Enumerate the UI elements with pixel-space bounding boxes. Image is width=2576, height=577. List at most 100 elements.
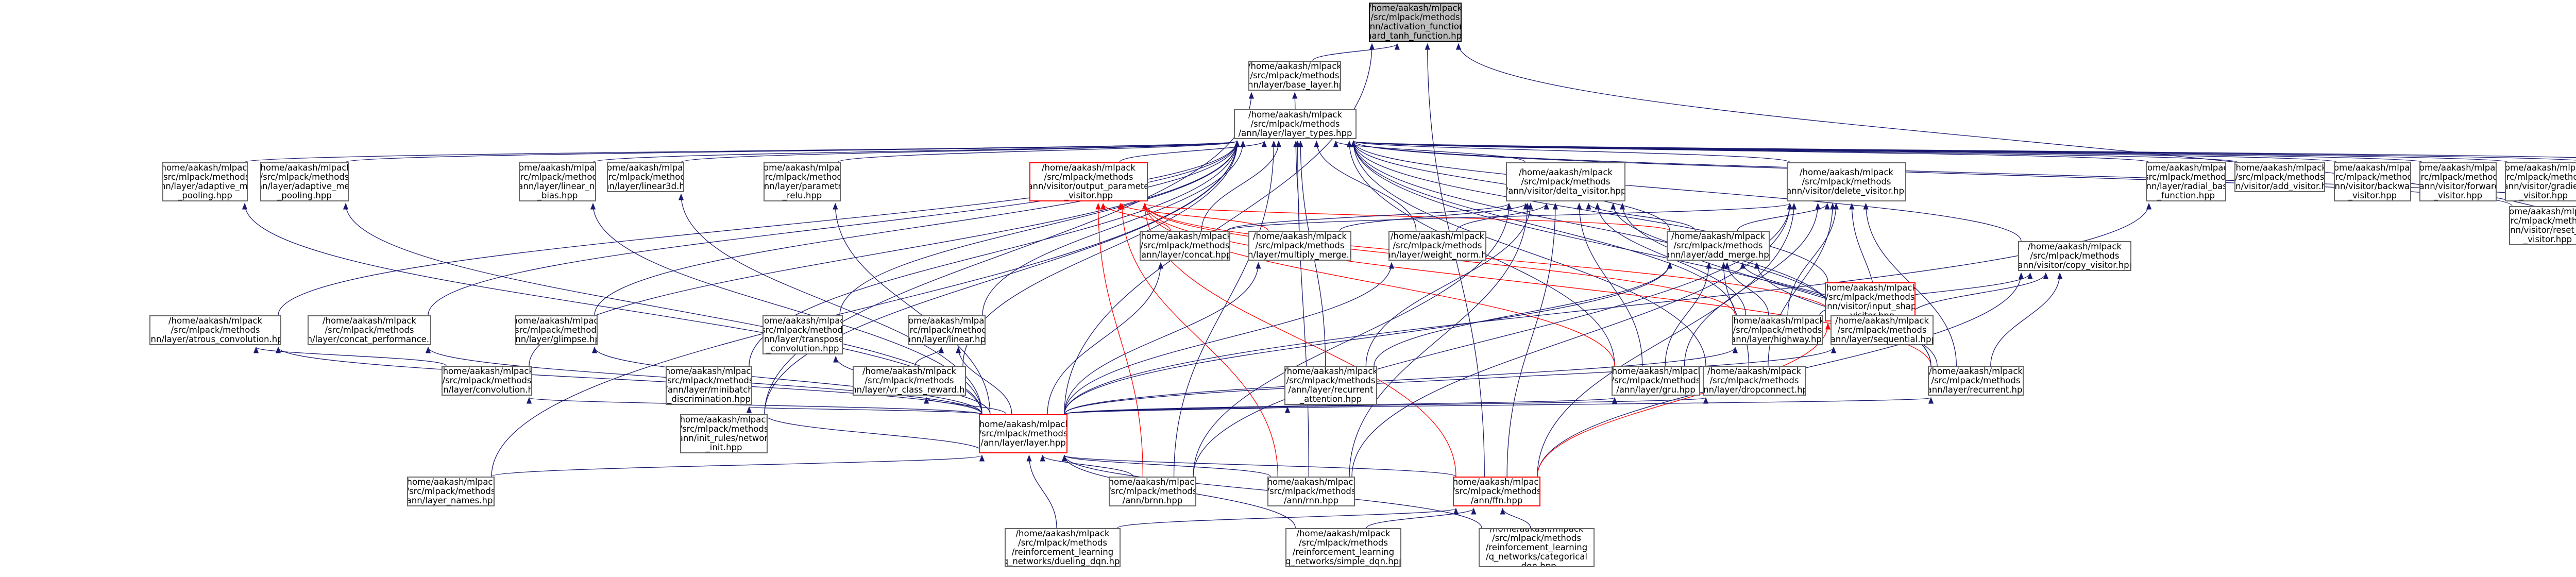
file-node-delta[interactable]: /home/aakash/mlpack /src/mlpack/methods … xyxy=(1506,162,1625,201)
dependency-edge xyxy=(1349,202,1531,477)
dependency-edge xyxy=(428,140,1240,316)
dependency-edge xyxy=(1064,262,1673,415)
dependency-edge xyxy=(1064,346,1738,415)
dependency-edge xyxy=(1506,202,1558,477)
dependency-edge xyxy=(345,140,1239,163)
dependency-edge xyxy=(1351,140,1790,163)
dependency-edge xyxy=(1737,202,1830,231)
file-node-layer[interactable]: /home/aakash/mlpack /src/mlpack/methods … xyxy=(979,414,1067,453)
file-node-recurrent-attn[interactable]: /home/aakash/mlpack /src/mlpack/methods … xyxy=(1284,366,1377,405)
file-node-convolution[interactable]: /home/aakash/mlpack /src/mlpack/methods … xyxy=(442,366,532,396)
file-node-layer-names[interactable]: /home/aakash/mlpack /src/mlpack/methods … xyxy=(407,477,495,506)
file-node-weight-norm[interactable]: /home/aakash/mlpack /src/mlpack/methods … xyxy=(1388,231,1486,261)
file-node-layer-types[interactable]: /home/aakash/mlpack /src/mlpack/methods … xyxy=(1234,109,1357,139)
dependency-edge xyxy=(591,346,982,415)
file-node-vr-class[interactable]: /home/aakash/mlpack /src/mlpack/methods … xyxy=(853,366,966,396)
dependency-edge xyxy=(956,346,1012,415)
dependency-edge xyxy=(1064,43,1375,415)
dependency-edge xyxy=(1119,202,1278,477)
file-node-base-layer[interactable]: /home/aakash/mlpack /src/mlpack/methods … xyxy=(1248,61,1341,91)
dependency-edge xyxy=(1312,43,1400,61)
dependency-edge xyxy=(1665,262,1712,366)
dependency-edge xyxy=(1064,262,1395,415)
dependency-edge xyxy=(1586,202,1696,231)
dependency-edge xyxy=(837,140,1240,163)
dependency-edge xyxy=(914,346,944,366)
dependency-edge xyxy=(747,406,982,415)
file-node-add-visitor[interactable]: /home/aakash/mlpack /src/mlpack/methods … xyxy=(2234,162,2325,192)
file-node-root: /home/aakash/mlpack /src/mlpack/methods … xyxy=(1369,3,1462,42)
dependency-edge xyxy=(1064,262,1261,415)
dependency-edge xyxy=(527,397,982,415)
file-node-concat[interactable]: /home/aakash/mlpack /src/mlpack/methods … xyxy=(1140,231,1230,261)
file-node-reset-cell[interactable]: /home/aakash/mlpack /src/mlpack/methods … xyxy=(2509,206,2576,245)
dependency-edge xyxy=(1724,262,1769,316)
dependency-edge xyxy=(278,140,1240,316)
file-node-gru[interactable]: /home/aakash/mlpack /src/mlpack/methods … xyxy=(1612,366,1700,396)
file-node-output-param[interactable]: /home/aakash/mlpack /src/mlpack/methods … xyxy=(1029,162,1148,201)
dependency-edge xyxy=(253,346,447,366)
file-node-radial[interactable]: /home/aakash/mlpack /src/mlpack/methods … xyxy=(2146,162,2226,201)
dependency-edge xyxy=(491,140,1240,477)
file-node-linear[interactable]: /home/aakash/mlpack /src/mlpack/methods … xyxy=(908,315,986,345)
file-node-linear3d[interactable]: /home/aakash/mlpack /src/mlpack/methods … xyxy=(607,162,684,192)
dependency-edge xyxy=(1350,140,1828,283)
file-node-dropconnect[interactable]: /home/aakash/mlpack /src/mlpack/methods … xyxy=(1703,366,1806,396)
file-node-rl-dueling[interactable]: /home/aakash/mlpack /src/mlpack/methods … xyxy=(1005,528,1121,567)
dependency-edge xyxy=(1100,202,1171,231)
file-node-init-rules[interactable]: /home/aakash/mlpack /src/mlpack/methods … xyxy=(680,414,768,453)
dependency-edge xyxy=(833,202,991,415)
file-node-recurrent[interactable]: /home/aakash/mlpack /src/mlpack/methods … xyxy=(1928,366,2024,396)
dependency-edge xyxy=(276,346,982,415)
dependency-edge xyxy=(1721,262,1750,366)
dependency-edge xyxy=(1062,454,1271,477)
file-node-gradient[interactable]: /home/aakash/mlpack /src/mlpack/methods … xyxy=(2505,162,2576,201)
dependency-edge xyxy=(594,140,1240,316)
dependency-edge xyxy=(1500,507,1531,529)
dependency-edge xyxy=(1537,323,1831,477)
file-node-atrous[interactable]: /home/aakash/mlpack /src/mlpack/methods … xyxy=(149,315,281,345)
dependency-edge xyxy=(1047,262,1164,415)
file-node-sequential[interactable]: /home/aakash/mlpack /src/mlpack/methods … xyxy=(1831,315,1934,345)
dependency-edge xyxy=(1193,202,1512,477)
file-node-delete[interactable]: /home/aakash/mlpack /src/mlpack/methods … xyxy=(1787,162,1906,201)
dependency-edge xyxy=(1350,140,1706,366)
dependency-edge xyxy=(1314,140,1417,231)
file-node-add-merge[interactable]: /home/aakash/mlpack /src/mlpack/methods … xyxy=(1667,231,1770,261)
dependency-edge xyxy=(764,414,985,452)
file-node-linear-no-bias[interactable]: /home/aakash/mlpack /src/mlpack/methods … xyxy=(519,162,596,201)
file-node-transposed[interactable]: /home/aakash/mlpack /src/mlpack/methods … xyxy=(762,315,843,354)
dependency-edge xyxy=(1350,140,2022,242)
dependency-edge xyxy=(1227,202,1792,231)
dependency-edge xyxy=(1577,202,1643,366)
dependency-edge xyxy=(1455,43,2576,220)
dependency-edge xyxy=(1339,202,1529,231)
dependency-edge xyxy=(1095,202,1144,477)
dependency-edge xyxy=(1227,202,1512,231)
file-node-forward[interactable]: /home/aakash/mlpack /src/mlpack/methods … xyxy=(2419,162,2497,201)
dependency-edge xyxy=(1684,202,1821,366)
file-node-multiply-merge[interactable]: /home/aakash/mlpack /src/mlpack/methods … xyxy=(1248,231,1351,261)
file-node-adaptive-mean[interactable]: /home/aakash/mlpack /src/mlpack/methods … xyxy=(260,162,349,201)
file-node-parametric[interactable]: /home/aakash/mlpack /src/mlpack/methods … xyxy=(764,162,841,201)
dependency-edge xyxy=(1910,272,2049,316)
file-node-rnn[interactable]: /home/aakash/mlpack /src/mlpack/methods … xyxy=(1267,477,1355,506)
dependency-edge xyxy=(1374,262,1673,366)
file-node-minibatch[interactable]: /home/aakash/mlpack /src/mlpack/methods … xyxy=(666,366,752,405)
file-node-rl-simple[interactable]: /home/aakash/mlpack /src/mlpack/methods … xyxy=(1285,528,1401,567)
file-node-glimpse[interactable]: /home/aakash/mlpack /src/mlpack/methods … xyxy=(515,315,598,345)
file-node-rl-cat[interactable]: /home/aakash/mlpack /src/mlpack/methods … xyxy=(1479,528,1595,567)
file-node-copy-visitor[interactable]: /home/aakash/mlpack /src/mlpack/methods … xyxy=(2018,241,2131,271)
file-node-concat-perf[interactable]: /home/aakash/mlpack /src/mlpack/methods … xyxy=(308,315,431,345)
file-node-adaptive-max[interactable]: /home/aakash/mlpack /src/mlpack/methods … xyxy=(162,162,248,201)
dependency-edge xyxy=(1040,454,1133,477)
dependency-edge xyxy=(1333,140,1526,163)
file-node-brnn[interactable]: /home/aakash/mlpack /src/mlpack/methods … xyxy=(1109,477,1196,506)
dependency-edge xyxy=(1365,202,1533,366)
file-node-backward[interactable]: /home/aakash/mlpack /src/mlpack/methods … xyxy=(2334,162,2411,201)
file-node-ffn[interactable]: /home/aakash/mlpack /src/mlpack/methods … xyxy=(1453,477,1540,506)
dependency-edge xyxy=(1537,202,1797,477)
dependency-edge xyxy=(764,92,1255,415)
dependency-edge xyxy=(1787,202,1839,316)
file-node-highway[interactable]: /home/aakash/mlpack /src/mlpack/methods … xyxy=(1732,315,1823,345)
